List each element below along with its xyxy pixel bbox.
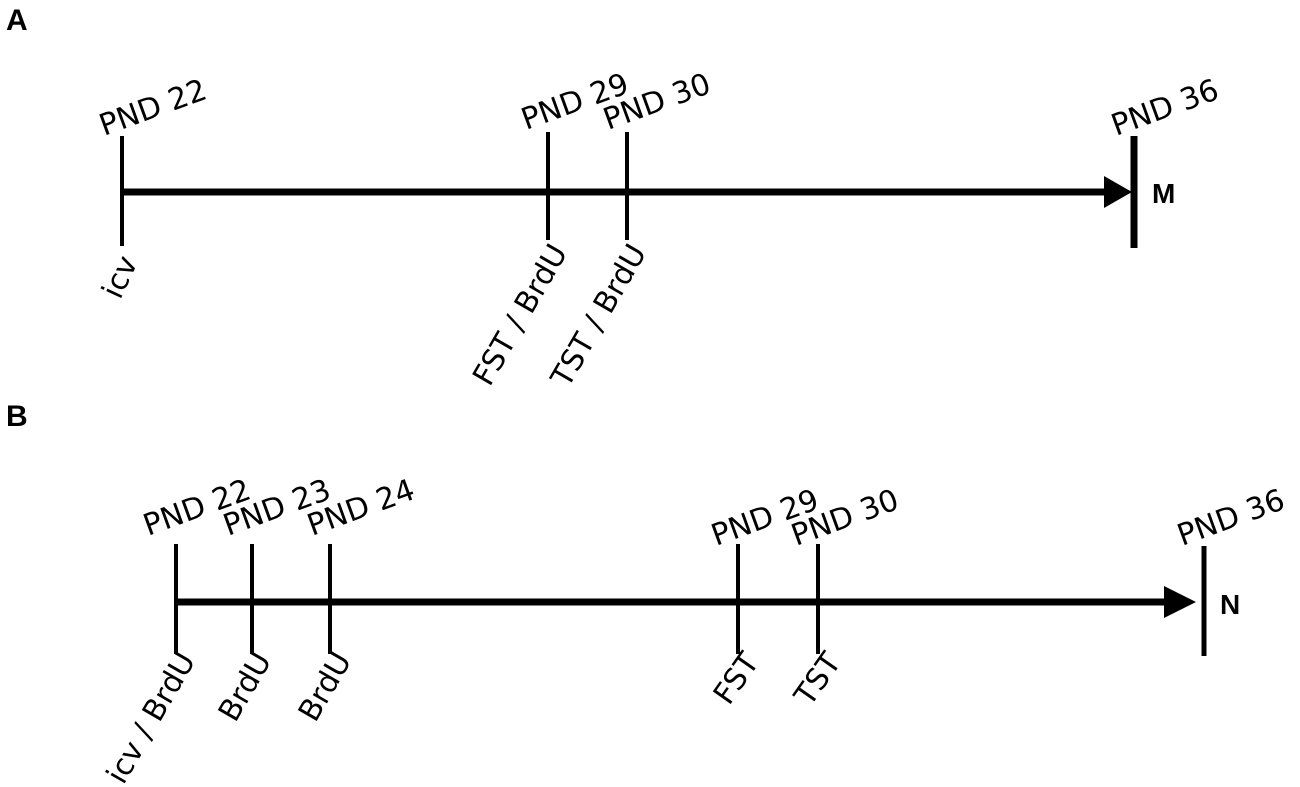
panel-b-arrowhead [1164, 586, 1196, 618]
panel-b-end-day-label: PND 36 [1173, 483, 1290, 554]
panel-b-tick-event-label: BrdU [212, 647, 279, 728]
panel-a: A PND 22 icv PND 29 FST / BrdU PND 30 TS… [6, 4, 1223, 394]
panel-a-arrowhead [1104, 176, 1132, 208]
panel-a-end-marker: PND 36 M [1107, 73, 1224, 248]
panel-a-tick-day-label: PND 22 [95, 73, 212, 144]
panel-b-tick-event-label: BrdU [292, 647, 359, 728]
panel-a-tick-event-label: icv [96, 251, 146, 304]
panel-a-label: A [6, 4, 28, 37]
panel-b-label: B [6, 400, 28, 433]
panel-b-tick-pnd30: PND 30 TST [787, 483, 904, 713]
panel-b-end-marker: PND 36 N [1173, 483, 1290, 656]
panel-b: B PND 22 icv / BrdU PND 23 BrdU PND 24 B… [6, 400, 1289, 787]
panel-b-tick-event-label: FST [707, 646, 767, 711]
panel-a-end-day-label: PND 36 [1107, 73, 1224, 144]
panel-b-tick-event-label: TST [787, 646, 849, 713]
panel-b-end-label: N [1220, 589, 1240, 620]
panel-a-tick-pnd22: PND 22 icv [95, 73, 212, 304]
panel-a-end-label: M [1152, 178, 1175, 209]
panel-b-tick-event-label: icv / BrdU [100, 647, 203, 787]
